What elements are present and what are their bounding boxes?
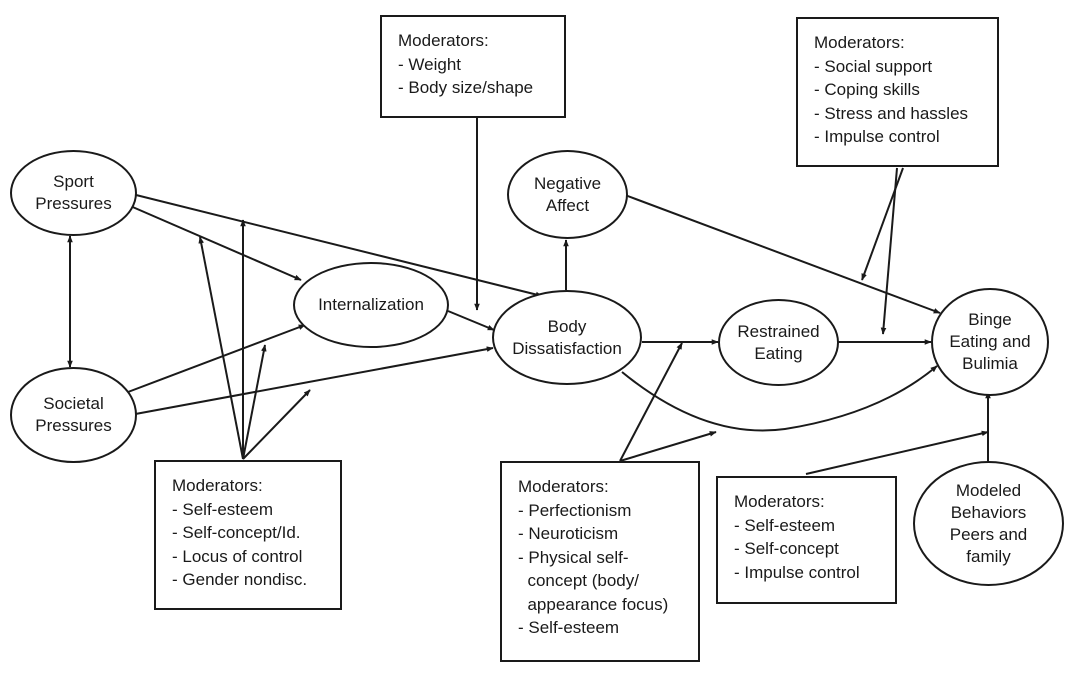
moderator-item: Self-esteem (518, 616, 682, 640)
moderator-box-bottom-right: Moderators: Self-esteem Self-concept Imp… (716, 476, 897, 604)
moderator-title: Moderators: (518, 477, 609, 496)
moderator-item-continuation: appearance focus) (527, 594, 669, 614)
moderator-item: Neuroticism (518, 522, 682, 546)
moderator-item: Perfectionism (518, 499, 682, 523)
moderator-edge-bottom-center-b (619, 431, 717, 462)
node-label: Societal (43, 394, 104, 413)
node-body-dissatisfaction: Body Dissatisfaction (492, 290, 642, 385)
node-label: Negative (533, 173, 602, 193)
node-label: Binge (968, 310, 1012, 329)
moderator-list: Self-esteem Self-concept Impulse control (734, 514, 879, 585)
edge-sport-internalization (127, 204, 302, 281)
moderator-item-continuation: concept (body/ (527, 571, 639, 590)
node-label: Restrained (737, 321, 820, 341)
node-restrained-eating: Restrained Eating (718, 299, 839, 386)
moderator-edge-bottom-left-a (198, 236, 244, 460)
moderator-item: Stress and hassles (814, 102, 981, 126)
moderator-item: Impulse control (734, 561, 879, 585)
node-label: Bulimia (962, 354, 1018, 373)
moderator-box-top-right: Moderators: Social support Coping skills… (796, 17, 999, 167)
node-label: Eating (754, 343, 803, 363)
moderator-list: Social support Coping skills Stress and … (814, 55, 981, 149)
node-label: Pressures (35, 194, 112, 213)
edge-negative-affect-binge (624, 194, 941, 314)
node-label: Eating and (949, 332, 1031, 351)
moderator-box-top-center: Moderators: Weight Body size/shape (380, 15, 566, 118)
node-label: Internalization (318, 295, 424, 314)
edge-sport-body-dissatisfaction (131, 193, 543, 298)
moderator-title: Moderators: (734, 492, 825, 511)
moderator-list: Weight Body size/shape (398, 53, 548, 100)
node-label: Pressures (35, 416, 112, 435)
node-label: Dissatisfaction (512, 338, 622, 358)
moderator-box-bottom-left: Moderators: Self-esteem Self-concept/Id.… (154, 460, 342, 610)
moderator-list: Self-esteem Self-concept/Id. Locus of co… (172, 498, 324, 592)
node-societal-pressures: Societal Pressures (10, 367, 137, 463)
moderator-title: Moderators: (814, 33, 905, 52)
edge-body-dissatisfaction-binge (621, 365, 938, 432)
moderator-title: Moderators: (398, 31, 489, 50)
node-label: Body (547, 316, 587, 336)
moderator-box-bottom-center: Moderators: Perfectionism Neuroticism Ph… (500, 461, 700, 662)
moderator-item: Locus of control (172, 545, 324, 569)
moderator-edge-top-right-a (861, 167, 904, 281)
node-label: Sport (53, 172, 94, 191)
moderator-item: Self-concept/Id. (172, 521, 324, 545)
edge-societal-internalization (127, 324, 306, 393)
moderator-item: Self-concept (734, 537, 879, 561)
node-label: family (966, 546, 1011, 566)
node-binge-eating-bulimia: Binge Eating and Bulimia (931, 288, 1049, 396)
edge-internalization-body-dissatisfaction (447, 310, 495, 331)
node-label: Affect (545, 195, 590, 215)
moderator-edge-bottom-left-c (242, 344, 267, 460)
moderator-edge-bottom-right (805, 430, 989, 475)
moderator-edge-bottom-left-d (242, 389, 311, 460)
moderator-item: Impulse control (814, 125, 981, 149)
moderator-item: Self-esteem (734, 514, 879, 538)
moderator-edge-top-right-b (880, 167, 898, 335)
moderator-item: Weight (398, 53, 548, 77)
node-label: Behaviors (950, 502, 1027, 522)
edge-societal-body-dissatisfaction (129, 346, 494, 416)
moderator-list: Perfectionism Neuroticism Physical self-… (518, 499, 682, 640)
moderator-item: Gender nondisc. (172, 568, 324, 592)
moderator-item: Physical self- (518, 546, 682, 570)
moderator-item: Social support (814, 55, 981, 79)
node-internalization: Internalization (293, 262, 449, 348)
moderator-title: Moderators: (172, 476, 263, 495)
node-modeled-behaviors: Modeled Behaviors Peers and family (913, 461, 1064, 586)
moderator-item: Body size/shape (398, 76, 548, 100)
node-sport-pressures: Sport Pressures (10, 150, 137, 236)
moderator-edge-bottom-center-a (619, 342, 683, 462)
node-negative-affect: Negative Affect (507, 150, 628, 239)
node-label: Peers and (949, 524, 1028, 544)
moderator-item: Coping skills (814, 78, 981, 102)
node-label: Modeled (955, 480, 1022, 500)
moderator-item: Self-esteem (172, 498, 324, 522)
